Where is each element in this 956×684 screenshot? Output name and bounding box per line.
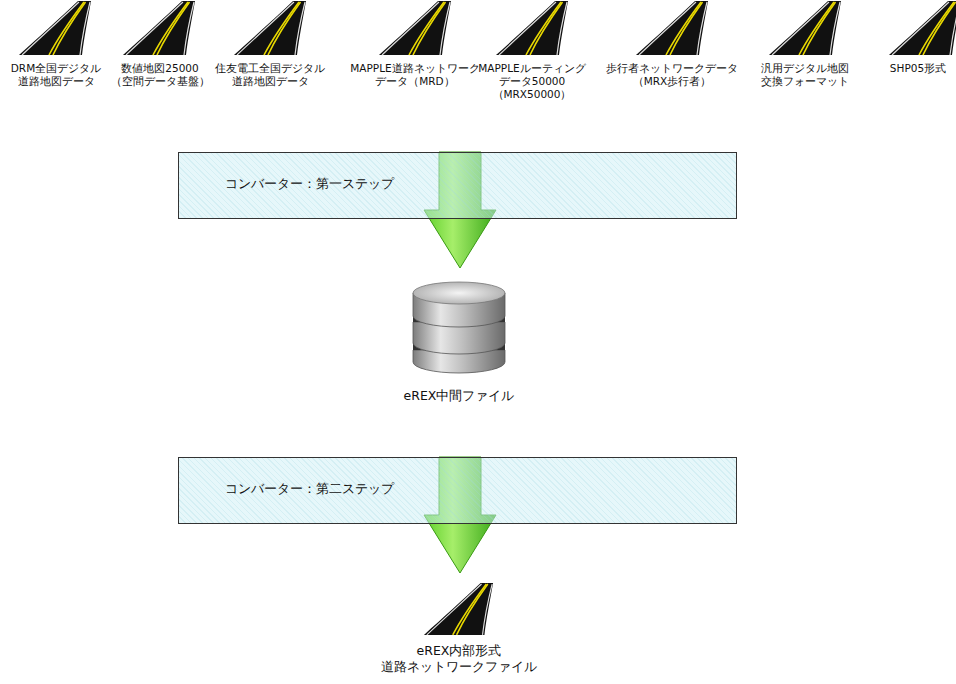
converter-band: コンバーター：第二ステップ [178, 457, 737, 524]
node-label: eREX内部形式 道路ネットワークファイル [374, 643, 544, 674]
data-source: eREX内部形式 道路ネットワークファイル [374, 575, 544, 674]
data-source: DRM全国デジタル 道路地図データ [2, 62, 110, 88]
database-node: eREX中間ファイル [384, 270, 534, 404]
data-source: 歩行者ネットワークデータ （MRX歩行者） [605, 62, 740, 88]
node-label: 汎用デジタル地図 交換フォーマット [743, 62, 868, 88]
database-icon [413, 282, 505, 373]
node-label: MAPPLE道路ネットワーク データ（MRD） [348, 62, 483, 88]
node-label: 数値地図25000 （空間データ基盤） [105, 62, 215, 88]
road-icons [19, 1, 956, 635]
node-label: DRM全国デジタル 道路地図データ [2, 62, 110, 88]
node-label: 歩行者ネットワークデータ （MRX歩行者） [605, 62, 740, 88]
data-source: 数値地図25000 （空間データ基盤） [105, 62, 215, 88]
node-label: MAPPLEルーティング データ50000（MRX50000） [462, 62, 602, 101]
converter-band: コンバーター：第一ステップ [178, 152, 737, 219]
data-source: MAPPLEルーティング データ50000（MRX50000） [462, 62, 602, 101]
node-label: SHP05形式 [883, 62, 953, 75]
node-label: 住友電工全国デジタル 道路地図データ [205, 62, 335, 88]
data-source: 汎用デジタル地図 交換フォーマット [743, 62, 868, 88]
data-source: MAPPLE道路ネットワーク データ（MRD） [348, 62, 483, 88]
node-label: コンバーター：第二ステップ [225, 481, 394, 497]
data-source: SHP05形式 [883, 62, 953, 75]
node-label: eREX中間ファイル [384, 388, 534, 404]
node-label: コンバーター：第一ステップ [225, 176, 394, 192]
data-source: 住友電工全国デジタル 道路地図データ [205, 62, 335, 88]
